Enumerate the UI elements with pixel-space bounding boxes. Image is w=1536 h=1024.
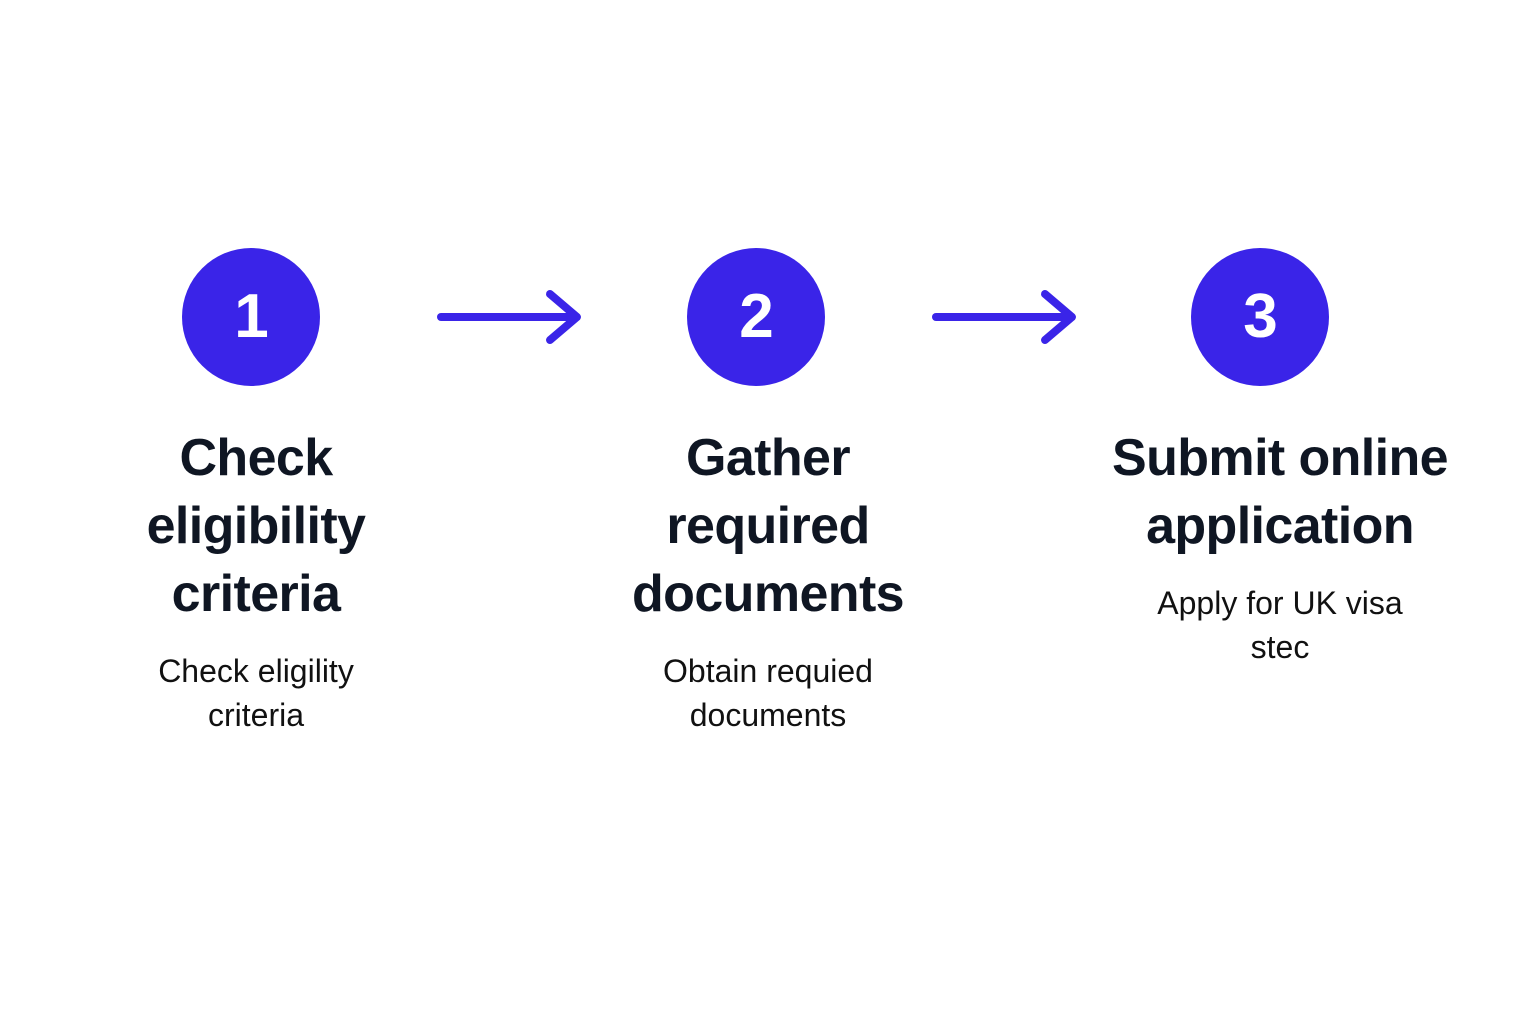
step-badge-3[interactable]: 3 xyxy=(1191,248,1329,386)
step-description-3: Apply for UK visa stec xyxy=(1157,585,1403,665)
step-column-3: Submit online application Apply for UK v… xyxy=(1024,424,1536,737)
step-badge-1[interactable]: 1 xyxy=(182,248,320,386)
arrow-right-icon xyxy=(437,287,587,347)
arrow-right-icon xyxy=(932,287,1082,347)
step-description-2: Obtain requied documents xyxy=(663,653,873,733)
step-number-1: 1 xyxy=(234,282,268,351)
step-number-2: 2 xyxy=(739,282,773,351)
step-badge-2[interactable]: 2 xyxy=(687,248,825,386)
step-column-1: Check eligibility criteria Check eligili… xyxy=(0,424,512,737)
step-text-columns: Check eligibility criteria Check eligili… xyxy=(0,424,1536,737)
step-badges-row: 1 2 3 xyxy=(0,248,1536,388)
step-title-2: Gather required documents xyxy=(632,429,905,623)
step-title-3: Submit online application xyxy=(1112,429,1449,555)
step-number-3: 3 xyxy=(1243,282,1277,351)
step-title-1: Check eligibility criteria xyxy=(146,429,366,623)
step-column-2: Gather required documents Obtain requied… xyxy=(512,424,1024,737)
step-description-1: Check eligility criteria xyxy=(158,653,354,733)
